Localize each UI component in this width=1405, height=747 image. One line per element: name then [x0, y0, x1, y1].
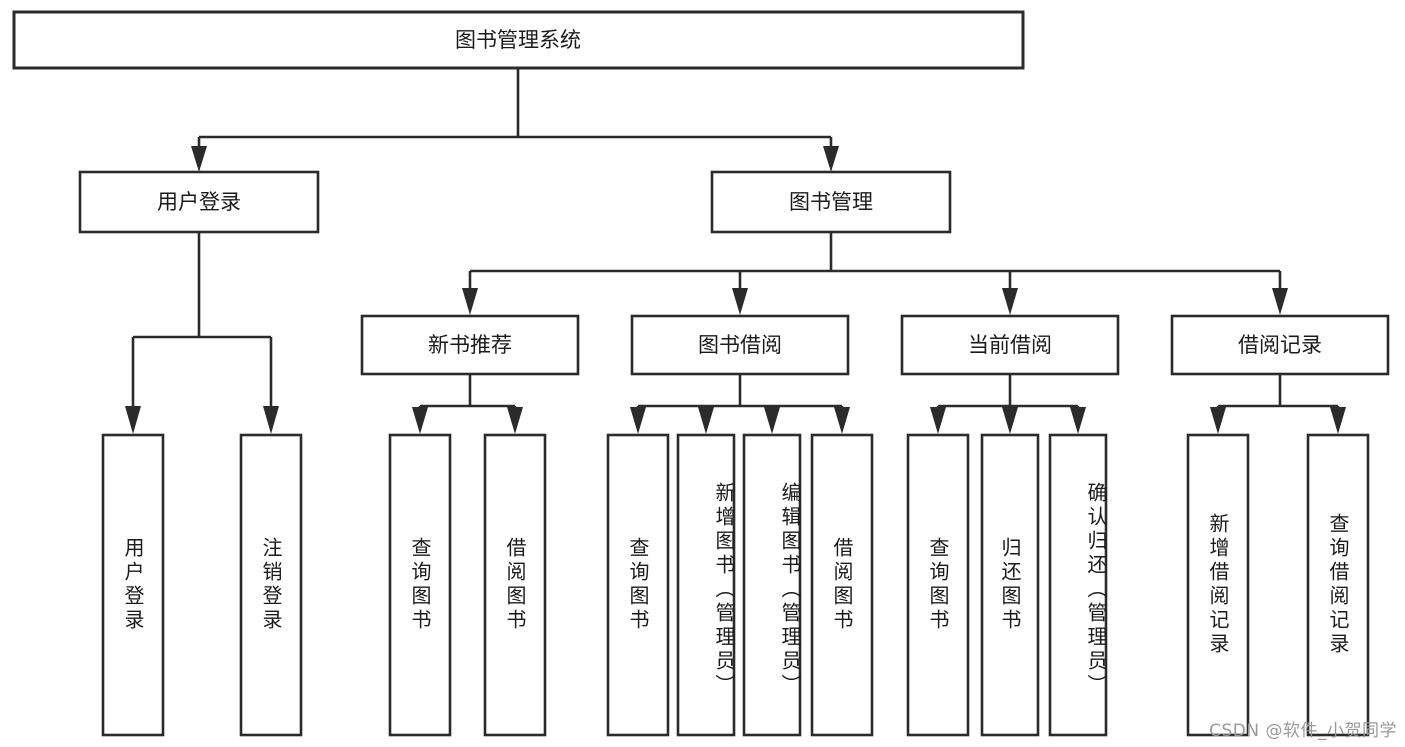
node-book-borrow-rect[interactable]: [630, 314, 850, 376]
arrowhead-borrow-book-1: [507, 407, 523, 434]
node-edit-book-admin-rect[interactable]: [742, 433, 802, 737]
node-add-book-admin-rect[interactable]: [676, 433, 736, 737]
connector-layer: [125, 68, 1346, 434]
arrowhead-add-book-admin: [698, 407, 714, 434]
arrowhead-query-borrow-record: [1330, 407, 1346, 434]
node-borrow-book-1-rect[interactable]: [483, 433, 547, 737]
node-user-login-label: 用户登录: [157, 190, 241, 214]
node-book-borrow-label: 图书借阅: [698, 333, 782, 357]
node-query-borrow-record-rect[interactable]: [1306, 433, 1370, 737]
node-book-borrow[interactable]: 图书借阅: [630, 314, 850, 376]
node-query-book-1-rect[interactable]: [388, 433, 452, 737]
node-borrow-record[interactable]: 借阅记录: [1170, 314, 1390, 376]
node-root-label: 图书管理系统: [455, 28, 581, 52]
node-new-book-recommend-rect[interactable]: [360, 314, 580, 376]
node-user-logout-rect[interactable]: [239, 433, 303, 737]
node-query-book-2-rect[interactable]: [606, 433, 670, 737]
arrowhead-query-book-3: [930, 407, 946, 434]
node-new-book-recommend[interactable]: 新书推荐: [360, 314, 580, 376]
csdn-watermark: CSDN @软件_小贺同学: [1209, 721, 1397, 741]
arrowhead-user-login: [191, 146, 207, 172]
node-book-manage-rect[interactable]: [710, 170, 952, 234]
arrowhead-user-logout: [263, 406, 279, 434]
arrowhead-borrow-book-2: [834, 407, 850, 434]
node-return-book-rect[interactable]: [980, 433, 1040, 737]
node-layer: 图书管理系统 用户登录 图书管理 新书推荐 图书借阅 当前: [12, 10, 1390, 737]
node-user-login-rect[interactable]: [78, 170, 320, 234]
node-borrow-record-rect[interactable]: [1170, 314, 1390, 376]
arrowhead-current-borrow: [1002, 288, 1018, 315]
arrowhead-confirm-return-admin: [1070, 407, 1086, 434]
node-book-manage[interactable]: 图书管理: [710, 170, 952, 234]
node-query-book-3-rect[interactable]: [906, 433, 970, 737]
arrowhead-book-manage: [823, 146, 839, 172]
node-current-borrow-rect[interactable]: [900, 314, 1120, 376]
node-add-borrow-record-rect[interactable]: [1186, 433, 1250, 737]
node-new-book-recommend-label: 新书推荐: [428, 333, 512, 357]
arrowhead-user-login-do: [125, 406, 141, 434]
node-current-borrow-label: 当前借阅: [968, 333, 1052, 357]
node-user-login[interactable]: 用户登录: [78, 170, 320, 234]
node-borrow-book-2-rect[interactable]: [810, 433, 874, 737]
arrowhead-new-book-recommend: [462, 288, 478, 315]
arrowhead-return-book: [1002, 407, 1018, 434]
arrowhead-edit-book-admin: [764, 407, 780, 434]
arrowhead-borrow-record: [1272, 288, 1288, 315]
arrowhead-query-book-1: [412, 407, 428, 434]
node-book-manage-label: 图书管理: [789, 190, 873, 214]
node-borrow-record-label: 借阅记录: [1238, 333, 1322, 357]
arrowhead-add-borrow-record: [1210, 407, 1226, 434]
arrowhead-book-borrow: [732, 288, 748, 315]
arrowhead-query-book-2: [630, 407, 646, 434]
node-root-rect[interactable]: [12, 10, 1025, 70]
node-user-login-do-rect[interactable]: [101, 433, 165, 737]
node-root[interactable]: 图书管理系统: [12, 10, 1025, 70]
node-current-borrow[interactable]: 当前借阅: [900, 314, 1120, 376]
node-confirm-return-admin-rect[interactable]: [1048, 433, 1108, 737]
